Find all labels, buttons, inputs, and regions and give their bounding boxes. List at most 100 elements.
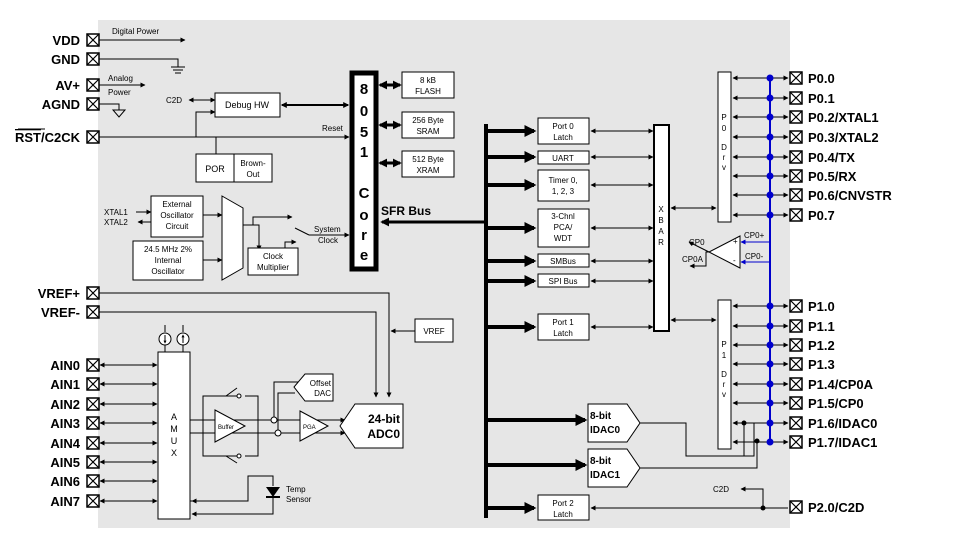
pin-p0-3: P0.3/XTAL2 [732, 130, 879, 145]
svg-text:Oscillator: Oscillator [151, 267, 185, 276]
svg-text:AGND: AGND [42, 97, 80, 112]
pin-pad-icon [789, 338, 803, 352]
svg-text:Buffer: Buffer [218, 425, 234, 431]
svg-text:Oscillator: Oscillator [160, 211, 194, 220]
idac1-block: 8-bit IDAC1 [587, 448, 641, 488]
p1-driver-block: P 1 D r v [717, 299, 732, 450]
svg-text:SMBus: SMBus [550, 257, 576, 266]
pin-pad-icon [86, 78, 100, 92]
svg-text:POR: POR [205, 164, 225, 174]
ground-icon [171, 66, 185, 74]
svg-text:1: 1 [360, 144, 368, 161]
svg-text:Out: Out [247, 170, 261, 179]
bus-junction [766, 419, 774, 427]
bus-junction [766, 399, 774, 407]
pin-vref-plus: VREF+ [38, 286, 392, 398]
pin-pad-icon [789, 169, 803, 183]
svg-text:-: - [733, 256, 736, 265]
bus-junction [766, 94, 774, 102]
svg-text:P0.3/XTAL2: P0.3/XTAL2 [808, 130, 879, 145]
pin-vdd: VDD Digital Power [53, 27, 186, 48]
timers-block: Timer 0, 1, 2, 3 [537, 169, 590, 202]
svg-text:SPI Bus: SPI Bus [549, 277, 578, 286]
pga-block: PGA [299, 410, 330, 442]
clock-multiplier-block: Clock Multiplier [247, 247, 299, 276]
svg-text:AIN5: AIN5 [50, 455, 80, 470]
pin-pad-icon [789, 299, 803, 313]
pin-p0-1: P0.1 [732, 91, 835, 106]
pin-p0-6: P0.6/CNVSTR [732, 188, 892, 203]
pin-p0-2: P0.2/XTAL1 [732, 110, 879, 125]
svg-text:AIN7: AIN7 [50, 494, 80, 509]
svg-text:CP0-: CP0- [745, 252, 764, 261]
pin-p1-2: P1.2 [732, 338, 835, 353]
svg-text:R: R [658, 238, 664, 247]
vref-block: VREF [414, 318, 454, 343]
svg-text:D: D [721, 143, 727, 152]
pin-ain1: AIN1 [50, 377, 158, 392]
svg-text:CP0: CP0 [689, 238, 705, 247]
pin-pad-icon [789, 377, 803, 391]
svg-text:Offset: Offset [310, 379, 332, 388]
chip-background [98, 20, 790, 528]
pin-gnd: GND [51, 52, 185, 74]
idac0-block: 8-bit IDAC0 [587, 403, 641, 443]
svg-text:Analog: Analog [108, 74, 133, 83]
svg-text:IDAC0: IDAC0 [590, 425, 620, 436]
pin-pad-icon [86, 377, 100, 391]
comparator-cp0: + - CP0 CP0A CP0+ CP0- [682, 231, 770, 269]
svg-text:VREF+: VREF+ [38, 286, 81, 301]
sram-block: 256 Byte SRAM [401, 111, 455, 139]
bus-junction [766, 133, 774, 141]
bus-junction [766, 153, 774, 161]
pin-pad-icon [86, 305, 100, 319]
svg-text:A: A [171, 412, 177, 422]
svg-text:5: 5 [360, 124, 368, 141]
pin-pad-icon [789, 208, 803, 222]
pin-pad-icon [789, 416, 803, 430]
port2-latch-block: Port 2 Latch [537, 494, 590, 521]
svg-text:P0.6/CNVSTR: P0.6/CNVSTR [808, 188, 892, 203]
pin-p0-4: P0.4/TX [732, 150, 855, 165]
analog-ground-icon [111, 109, 127, 118]
svg-text:P0.5/RX: P0.5/RX [808, 169, 857, 184]
temp-sensor: Temp Sensor [190, 475, 312, 517]
svg-text:AIN0: AIN0 [50, 358, 80, 373]
p0-driver-block: P 0 D r v [717, 71, 732, 223]
svg-text:P: P [721, 113, 726, 122]
8051-core-block: 8 0 5 1 C o r e [349, 70, 379, 272]
pin-pad-icon [86, 416, 100, 430]
svg-text:System: System [314, 225, 341, 234]
pin-pad-icon [789, 110, 803, 124]
pin-vref-minus: VREF- [41, 305, 379, 398]
svg-text:P1.6/IDAC0: P1.6/IDAC0 [808, 416, 877, 431]
svg-text:Sensor: Sensor [286, 495, 312, 504]
svg-text:e: e [360, 247, 368, 264]
pin-pad-icon [789, 396, 803, 410]
svg-text:AIN6: AIN6 [50, 474, 80, 489]
svg-text:1, 2, 3: 1, 2, 3 [552, 187, 575, 196]
svg-text:Reset: Reset [322, 124, 344, 133]
svg-text:P0.0: P0.0 [808, 71, 835, 86]
pin-pad-icon [86, 494, 100, 508]
svg-text:VREF: VREF [423, 327, 444, 336]
svg-text:1: 1 [722, 351, 727, 360]
smbus-block: SMBus [537, 253, 590, 268]
port1-latch-block: Port 1 Latch [537, 313, 590, 341]
pin-p1-1: P1.1 [732, 319, 835, 334]
svg-text:B: B [658, 216, 663, 225]
svg-text:24.5 MHz 2%: 24.5 MHz 2% [144, 245, 192, 254]
svg-text:Latch: Latch [553, 133, 573, 142]
xram-block: 512 Byte XRAM [401, 150, 455, 178]
svg-text:Power: Power [108, 88, 131, 97]
svg-text:X: X [658, 205, 664, 214]
port0-latch-block: Port 0 Latch [537, 117, 590, 145]
svg-text:X: X [171, 448, 177, 458]
svg-text:External: External [162, 200, 192, 209]
svg-text:+: + [733, 237, 738, 246]
svg-text:P1.7/IDAC1: P1.7/IDAC1 [808, 435, 877, 450]
svg-text:8-bit: 8-bit [590, 411, 612, 422]
bus-junction [766, 113, 774, 121]
svg-text:Digital Power: Digital Power [112, 27, 159, 36]
pin-pad-icon [789, 71, 803, 85]
